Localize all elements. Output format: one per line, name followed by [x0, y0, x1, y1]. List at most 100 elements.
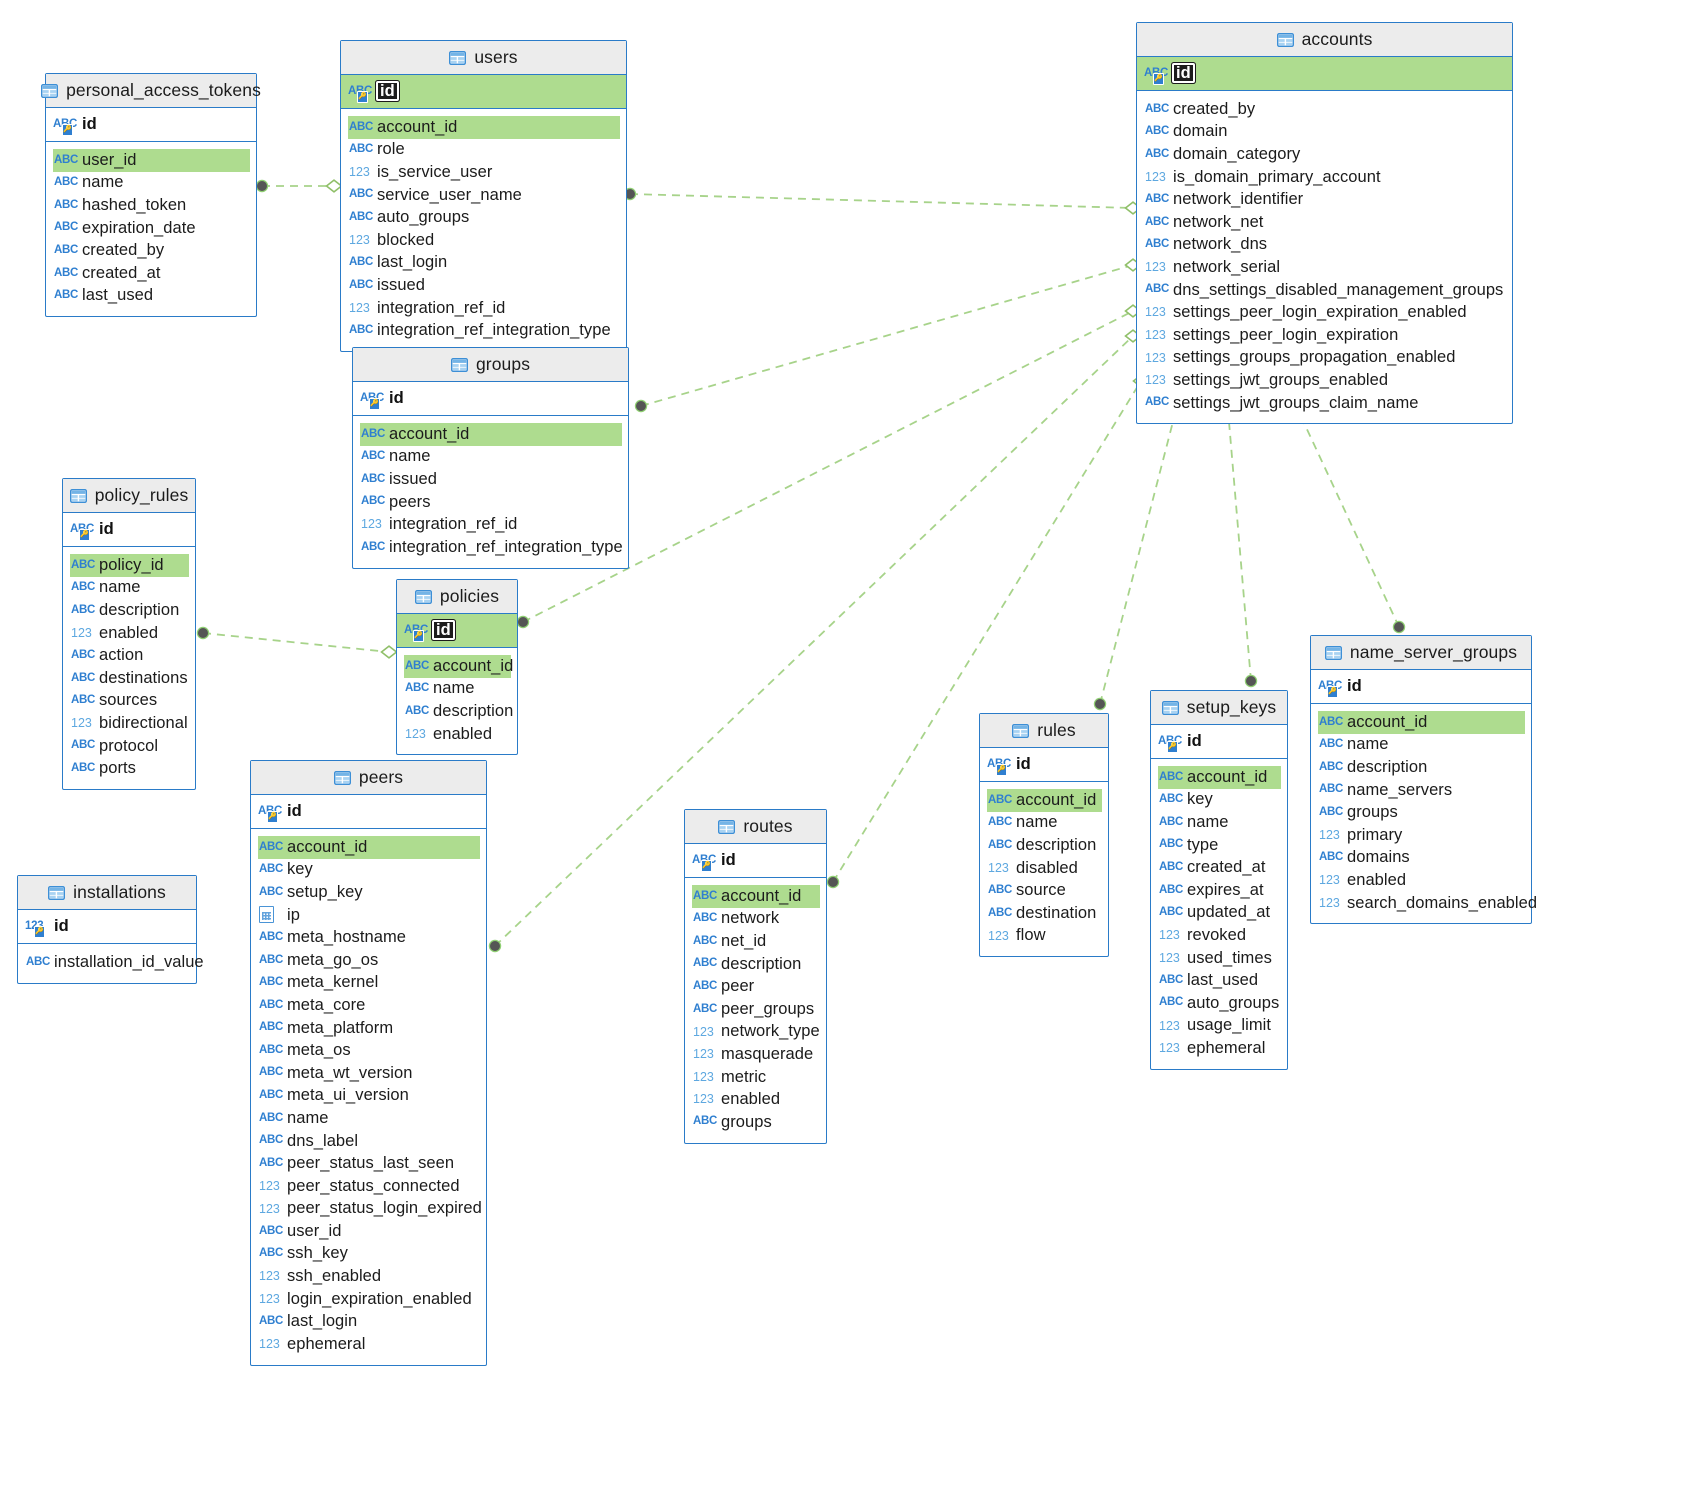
table-header-accounts[interactable]: accounts	[1137, 23, 1512, 57]
primary-key-row[interactable]: ABC🔑id	[341, 75, 626, 109]
primary-key-row[interactable]: ABC🔑id	[685, 844, 826, 878]
entity-table-groups[interactable]: groupsABC🔑idABCaccount_idABCnameABCissue…	[352, 347, 629, 569]
table-header-rules[interactable]: rules	[980, 714, 1108, 748]
primary-key-row[interactable]: ABC🔑id	[980, 748, 1108, 782]
primary-key-row[interactable]: ABC🔑id	[46, 108, 256, 142]
entity-table-rules[interactable]: rulesABC🔑idABCaccount_idABCnameABCdescri…	[979, 713, 1109, 958]
entity-table-personal_access_tokens[interactable]: personal_access_tokensABC🔑idABCuser_idAB…	[41, 73, 261, 318]
entity-table-users[interactable]: usersABC🔑idABCaccount_idABCrole123is_ser…	[340, 40, 627, 352]
entity-table-peers[interactable]: peersABC🔑idABCaccount_idABCkeyABCsetup_k…	[250, 760, 487, 1366]
column-row[interactable]: ip	[258, 904, 480, 927]
entity-table-accounts[interactable]: accountsABC🔑idABCcreated_byABCdomainABCd…	[1136, 22, 1513, 425]
primary-key-row[interactable]: ABC🔑id	[1311, 670, 1531, 704]
table-header-setup_keys[interactable]: setup_keys	[1151, 691, 1287, 725]
primary-key-row[interactable]: ABC🔑id	[1137, 57, 1512, 91]
entity-table-policy_rules[interactable]: policy_rulesABC🔑idABCpolicy_idABCnameABC…	[62, 478, 196, 790]
entity-table-routes[interactable]: routesABC🔑idABCaccount_idABCnetworkABCne…	[684, 809, 827, 1144]
table-header-users[interactable]: users	[341, 41, 626, 75]
table-header-personal_access_tokens[interactable]: personal_access_tokens	[41, 74, 261, 108]
table-header-name_server_groups[interactable]: name_server_groups	[1311, 636, 1531, 670]
primary-key-row[interactable]: ABC🔑id	[63, 513, 195, 547]
table-header-policy_rules[interactable]: policy_rules	[63, 479, 195, 513]
